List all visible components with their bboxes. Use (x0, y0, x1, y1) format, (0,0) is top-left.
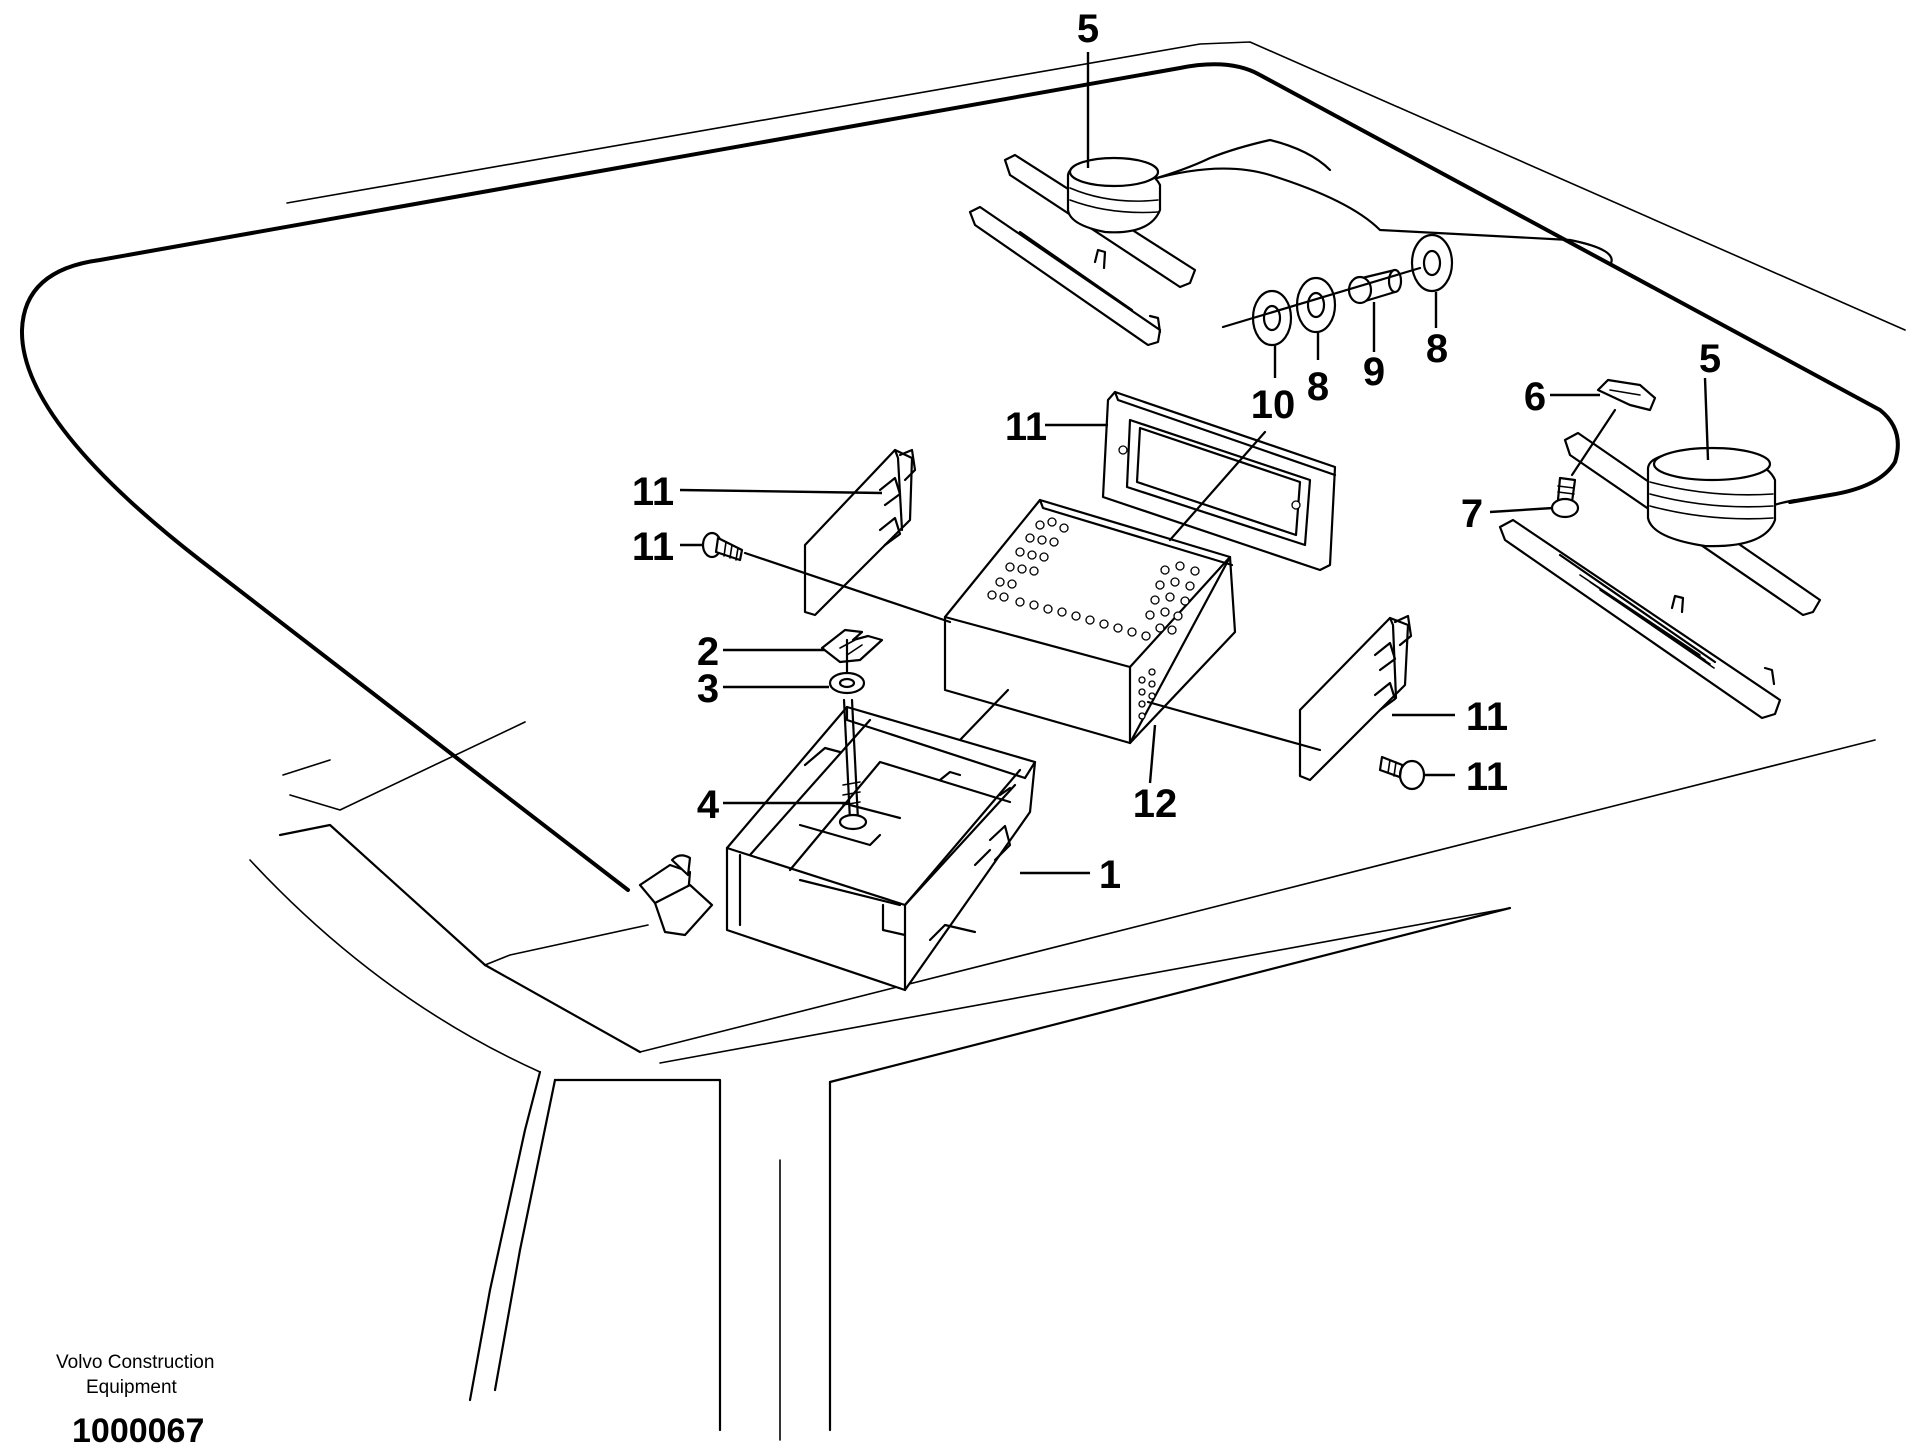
callout-8-left: 8 (1307, 365, 1329, 409)
callout-11-screw-left: 11 (632, 525, 674, 569)
cab-roof-outline (19, 41, 1906, 892)
callout-5-right: 5 (1699, 337, 1721, 381)
screw-7 (1550, 476, 1580, 519)
callout-11-frame: 11 (1005, 405, 1047, 449)
footer: Volvo Construction Equipment 1000067 (56, 1352, 214, 1450)
callout-2: 2 (697, 630, 719, 674)
speaker-left-5 (968, 153, 1197, 347)
clip-6 (1596, 378, 1657, 412)
washer-3 (828, 671, 866, 695)
screw-11-right (1378, 755, 1426, 791)
company-name-line2: Equipment (86, 1377, 178, 1398)
wiring-connector (638, 854, 714, 937)
callout-11-bracket-right: 11 (1466, 695, 1508, 739)
screw-11-left (701, 531, 744, 562)
washer-8-left (1295, 276, 1337, 334)
washer-8-right (1410, 233, 1454, 293)
callout-6: 6 (1524, 375, 1546, 419)
screw-4 (838, 698, 868, 831)
callout-10: 10 (1251, 383, 1296, 427)
radio-unit-12 (943, 498, 1237, 745)
radio-vent-holes (987, 517, 1200, 720)
assembly-lines (743, 408, 1617, 752)
cab-front-edge (249, 721, 1876, 1073)
side-bracket-left-11 (803, 448, 917, 617)
callout-12: 12 (1133, 782, 1178, 826)
callout-11-bracket-left: 11 (632, 470, 674, 514)
callout-leaders (679, 52, 1710, 875)
callout-labels: 5 5 6 7 10 8 9 8 11 11 11 2 3 4 1 12 11 … (632, 7, 1721, 897)
callout-3: 3 (697, 667, 719, 711)
callout-8-right: 8 (1426, 327, 1448, 371)
washer-10 (1251, 289, 1293, 347)
callout-11-screw-right: 11 (1466, 755, 1508, 799)
clip-2 (820, 628, 884, 664)
document-number: 1000067 (72, 1412, 204, 1450)
callout-1: 1 (1099, 853, 1121, 897)
trim-frame-11 (1101, 390, 1337, 572)
callout-7: 7 (1461, 492, 1483, 536)
cab-pillars (468, 906, 1512, 1441)
callout-5-top: 5 (1077, 7, 1099, 51)
company-name-line1: Volvo Construction (56, 1352, 214, 1373)
side-bracket-right-11 (1298, 614, 1413, 782)
callout-4: 4 (697, 783, 720, 827)
speaker-right-5 (1498, 431, 1822, 720)
radio-cradle-housing (725, 705, 1037, 992)
callout-9: 9 (1363, 350, 1385, 394)
